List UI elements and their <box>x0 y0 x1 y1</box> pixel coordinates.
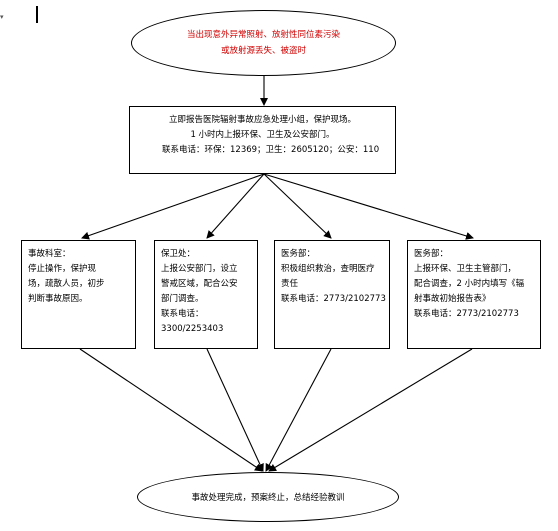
medical-affairs-reporting-line-1: 上报环保、卫生主管部门， <box>414 264 517 274</box>
arrow-col2-to-end <box>206 348 264 472</box>
completion-text: 事故处理完成，预案终止，总结经验教训 <box>191 493 345 503</box>
medical-affairs-reporting-line-4: 联系电话：2773/2102773 <box>414 309 519 319</box>
completion-oval: 事故处理完成，预案终止，总结经验教训 <box>137 472 399 522</box>
security-office-line-2: 警戒区域，配合公安 <box>161 279 238 289</box>
security-office-line-5: 3300/2253403 <box>161 324 224 334</box>
security-office-line-4: 联系电话： <box>161 309 204 319</box>
arrow-col3-to-end <box>265 348 332 472</box>
medical-affairs-treatment-title: 医务部： <box>281 249 316 259</box>
incident-department-box: 事故科室： 停止操作，保护现 场，疏散人员，初步 判断事故原因。 <box>21 240 136 349</box>
emergency-team-contact: 联系电话：环保：12369；卫生：2605120；公安：110 <box>162 145 380 155</box>
emergency-team-line-2: 1 小时内上报环保、卫生及公安部门。 <box>190 130 335 140</box>
security-office-title: 保卫处： <box>161 249 196 259</box>
incident-department-line-2: 场，疏散人员，初步 <box>28 279 105 289</box>
medical-affairs-treatment-line-3: 联系电话：2773/2102773 <box>281 294 386 304</box>
text-cursor <box>36 6 38 23</box>
medical-affairs-treatment-line-1: 积极组织救治，查明医疗 <box>281 264 375 274</box>
arrow-col1-to-end <box>79 348 263 472</box>
trigger-event-line-1: 当出现意外异常照射、放射性同位素污染 <box>186 30 340 40</box>
arrow-main-to-col4 <box>263 173 474 240</box>
trigger-event-oval: 当出现意外异常照射、放射性同位素污染 或放射源丢失、被盗时 <box>131 10 396 76</box>
incident-department-title: 事故科室： <box>28 249 71 259</box>
arrow-main-to-col2 <box>206 173 265 239</box>
security-office-box: 保卫处： 上报公安部门，设立 警戒区域，配合公安 部门调查。 联系电话： 330… <box>154 240 258 349</box>
incident-department-line-3: 判断事故原因。 <box>28 294 88 304</box>
security-office-line-3: 部门调查。 <box>161 294 204 304</box>
medical-affairs-reporting-line-2: 配合调查，2 小时内填写《辐 <box>414 279 525 289</box>
medical-affairs-reporting-title: 医务部： <box>414 249 449 259</box>
incident-department-line-1: 停止操作，保护现 <box>28 264 97 274</box>
medical-affairs-reporting-line-3: 射事故初始报告表》 <box>414 294 491 304</box>
emergency-team-line-1: 立即报告医院辐射事故应急处理小组，保护现场。 <box>168 115 356 125</box>
security-office-line-1: 上报公安部门，设立 <box>161 264 238 274</box>
arrow-main-to-col3 <box>263 173 332 239</box>
medical-affairs-treatment-box: 医务部： 积极组织救治，查明医疗 责任 联系电话：2773/2102773 <box>274 240 390 349</box>
trigger-event-line-2: 或放射源丢失、被盗时 <box>220 46 306 56</box>
arrow-col4-to-end <box>268 348 473 472</box>
emergency-team-box: 立即报告医院辐射事故应急处理小组，保护现场。 1 小时内上报环保、卫生及公安部门… <box>129 106 396 174</box>
paragraph-corner-mark: ▾ <box>0 13 4 21</box>
arrow-main-to-col1 <box>81 173 265 240</box>
medical-affairs-reporting-box: 医务部： 上报环保、卫生主管部门， 配合调查，2 小时内填写《辐 射事故初始报告… <box>407 240 541 349</box>
medical-affairs-treatment-line-2: 责任 <box>281 279 299 289</box>
